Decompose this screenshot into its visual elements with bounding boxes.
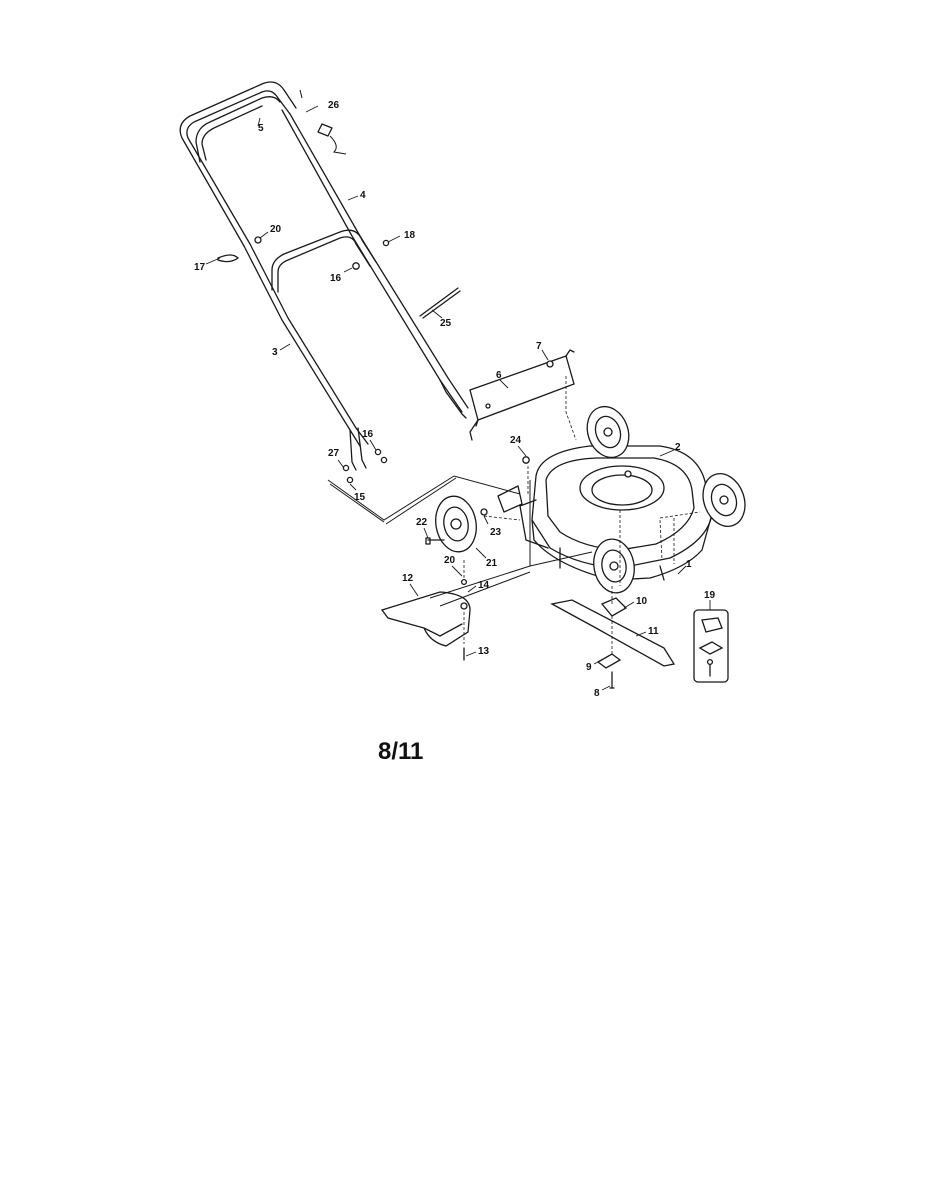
blade (550, 597, 676, 689)
callout-22: 22 (416, 517, 428, 528)
front-wheel-right (702, 473, 746, 527)
callout-5: 5 (258, 123, 264, 134)
discharge-chute (380, 578, 471, 661)
callout-2: 2 (675, 442, 681, 453)
control-cable (299, 89, 347, 155)
rear-wheel-left-21 (435, 495, 477, 553)
callout-14: 14 (478, 580, 490, 591)
callout-7: 7 (536, 341, 542, 352)
callout-27: 27 (328, 448, 340, 459)
callout-15: 15 (354, 492, 366, 503)
callout-23: 23 (490, 527, 502, 538)
callouts: 26 5 4 20 18 17 16 25 3 7 6 2 24 16 27 1… (194, 100, 716, 699)
handle-hardware (217, 236, 390, 484)
callout-4: 4 (360, 190, 366, 201)
wheel-hardware (425, 456, 530, 545)
callout-3: 3 (272, 347, 278, 358)
callout-6: 6 (496, 370, 502, 381)
rod (419, 287, 461, 319)
callout-20b: 20 (444, 555, 456, 566)
page-number: 8/11 (378, 738, 424, 765)
rear-wheel-right (586, 405, 630, 459)
callout-12: 12 (402, 573, 414, 584)
callout-17: 17 (194, 262, 206, 273)
connector-lines (327, 475, 593, 607)
callout-10: 10 (636, 596, 648, 607)
callout-1: 1 (686, 559, 692, 570)
callout-8: 8 (594, 688, 600, 699)
leader-lines (205, 105, 711, 691)
callout-25: 25 (440, 318, 452, 329)
callout-20a: 20 (270, 224, 282, 235)
callout-18: 18 (404, 230, 416, 241)
callout-13: 13 (478, 646, 490, 657)
callout-19: 19 (704, 590, 716, 601)
callout-26: 26 (328, 100, 340, 111)
callout-9: 9 (586, 662, 592, 673)
callout-24: 24 (510, 435, 522, 446)
callout-11: 11 (648, 626, 659, 637)
upper-handle (179, 81, 469, 471)
callout-16b: 16 (362, 429, 374, 440)
mower-deck (519, 445, 713, 581)
rear-flap (469, 349, 577, 441)
front-wheel-left (593, 538, 635, 594)
callout-16a: 16 (330, 273, 342, 284)
adapter-kit-box (693, 609, 729, 683)
callout-21: 21 (486, 558, 498, 569)
assembly-lines (463, 466, 701, 656)
